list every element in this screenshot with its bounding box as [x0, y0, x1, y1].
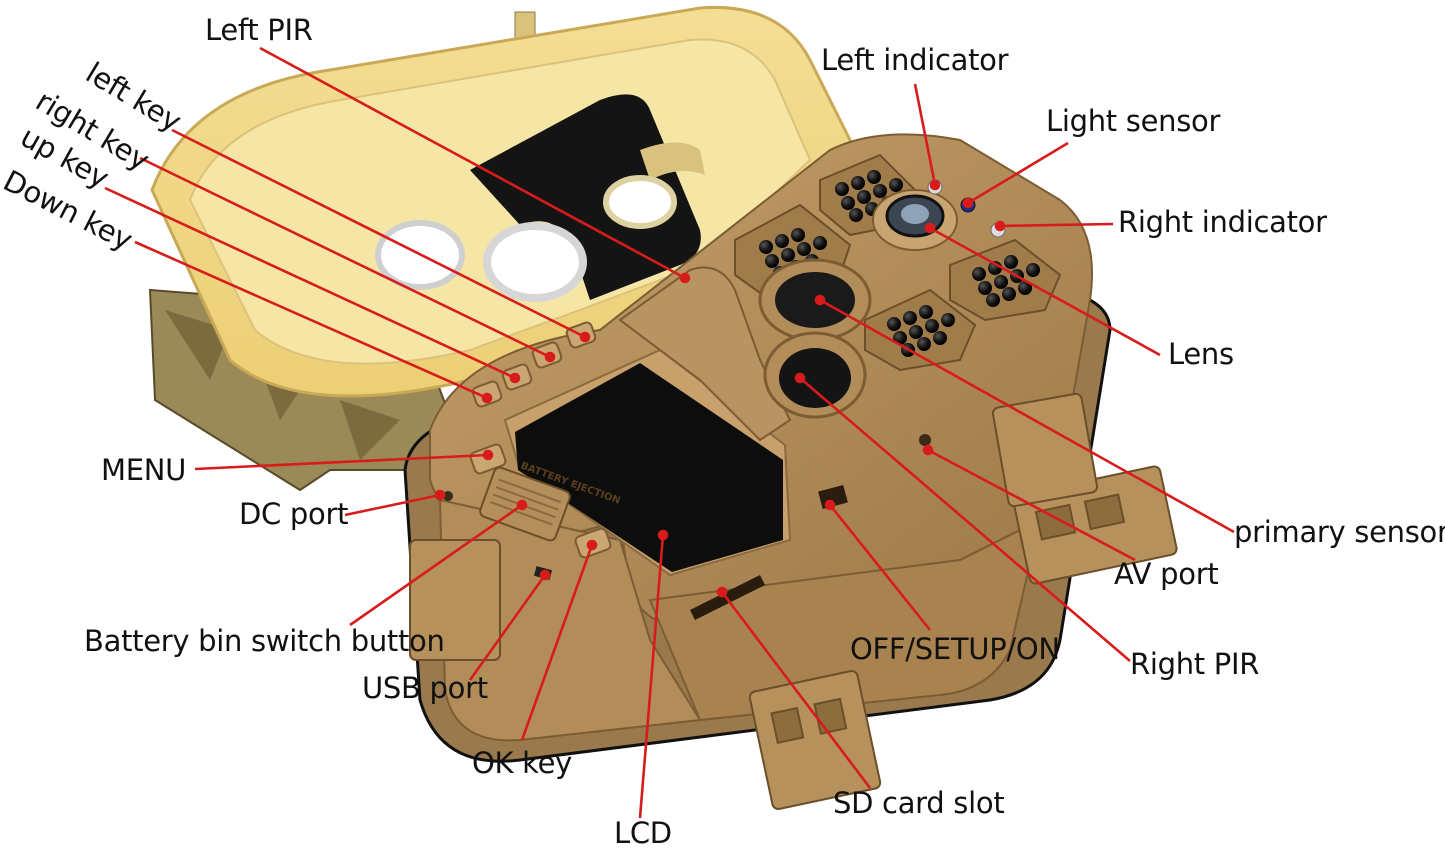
- label-sd-card-slot: SD card slot: [833, 786, 1005, 820]
- ir-led: [775, 234, 789, 248]
- ir-led: [851, 176, 865, 190]
- ir-led: [765, 254, 779, 268]
- label-menu: MENU: [101, 453, 187, 487]
- ir-led: [917, 337, 931, 351]
- ir-led: [791, 228, 805, 242]
- ir-led: [1026, 263, 1040, 277]
- ir-led: [994, 275, 1008, 289]
- ir-led: [835, 182, 849, 196]
- ir-led: [813, 236, 827, 250]
- label-left-pir: Left PIR: [205, 13, 313, 47]
- ir-led: [919, 305, 933, 319]
- lid-ring-3: [603, 175, 677, 229]
- label-ok-key: OK key: [472, 746, 573, 780]
- label-lcd: LCD: [614, 816, 672, 850]
- leader-lines: [104, 46, 1235, 819]
- lcd-screen: [515, 363, 783, 572]
- ir-led: [759, 240, 773, 254]
- lens-assembly: [872, 189, 958, 251]
- ir-led: [889, 178, 903, 192]
- ir-led: [986, 293, 1000, 307]
- strap-brackets: [409, 392, 1178, 811]
- lid-window: [470, 94, 701, 300]
- label-dc-port: DC port: [239, 497, 349, 531]
- label-left-indicator: Left indicator: [821, 43, 1009, 77]
- ir-led: [909, 325, 923, 339]
- ir-led: [933, 331, 947, 345]
- ir-led: [925, 319, 939, 333]
- ir-led: [1004, 255, 1018, 269]
- label-lens: Lens: [1168, 337, 1234, 371]
- ir-led: [1002, 287, 1016, 301]
- ir-led: [797, 242, 811, 256]
- ir-led: [978, 281, 992, 295]
- ir-led: [873, 184, 887, 198]
- ir-led: [903, 311, 917, 325]
- av-port-shape: [919, 434, 931, 446]
- ir-led: [887, 317, 901, 331]
- label-battery-bin-switch: Battery bin switch button: [84, 624, 445, 658]
- ir-led: [841, 196, 855, 210]
- ir-led: [781, 248, 795, 262]
- dc-port-shape: [443, 491, 453, 501]
- label-av-port: AV port: [1114, 557, 1219, 591]
- ir-led: [1018, 281, 1032, 295]
- label-primary-sensor: primary sensor: [1234, 515, 1445, 549]
- label-off-setup-on: OFF/SETUP/ON: [850, 632, 1060, 666]
- ir-led: [941, 313, 955, 327]
- ir-led: [867, 170, 881, 184]
- ir-led: [857, 190, 871, 204]
- ir-led: [849, 208, 863, 222]
- label-right-pir: Right PIR: [1130, 647, 1260, 681]
- label-light-sensor: Light sensor: [1046, 104, 1221, 138]
- label-right-indicator: Right indicator: [1118, 205, 1327, 239]
- ir-led: [972, 267, 986, 281]
- label-usb-port: USB port: [362, 671, 488, 705]
- lid-ring-2: [483, 222, 587, 302]
- ir-leds: [759, 170, 1040, 357]
